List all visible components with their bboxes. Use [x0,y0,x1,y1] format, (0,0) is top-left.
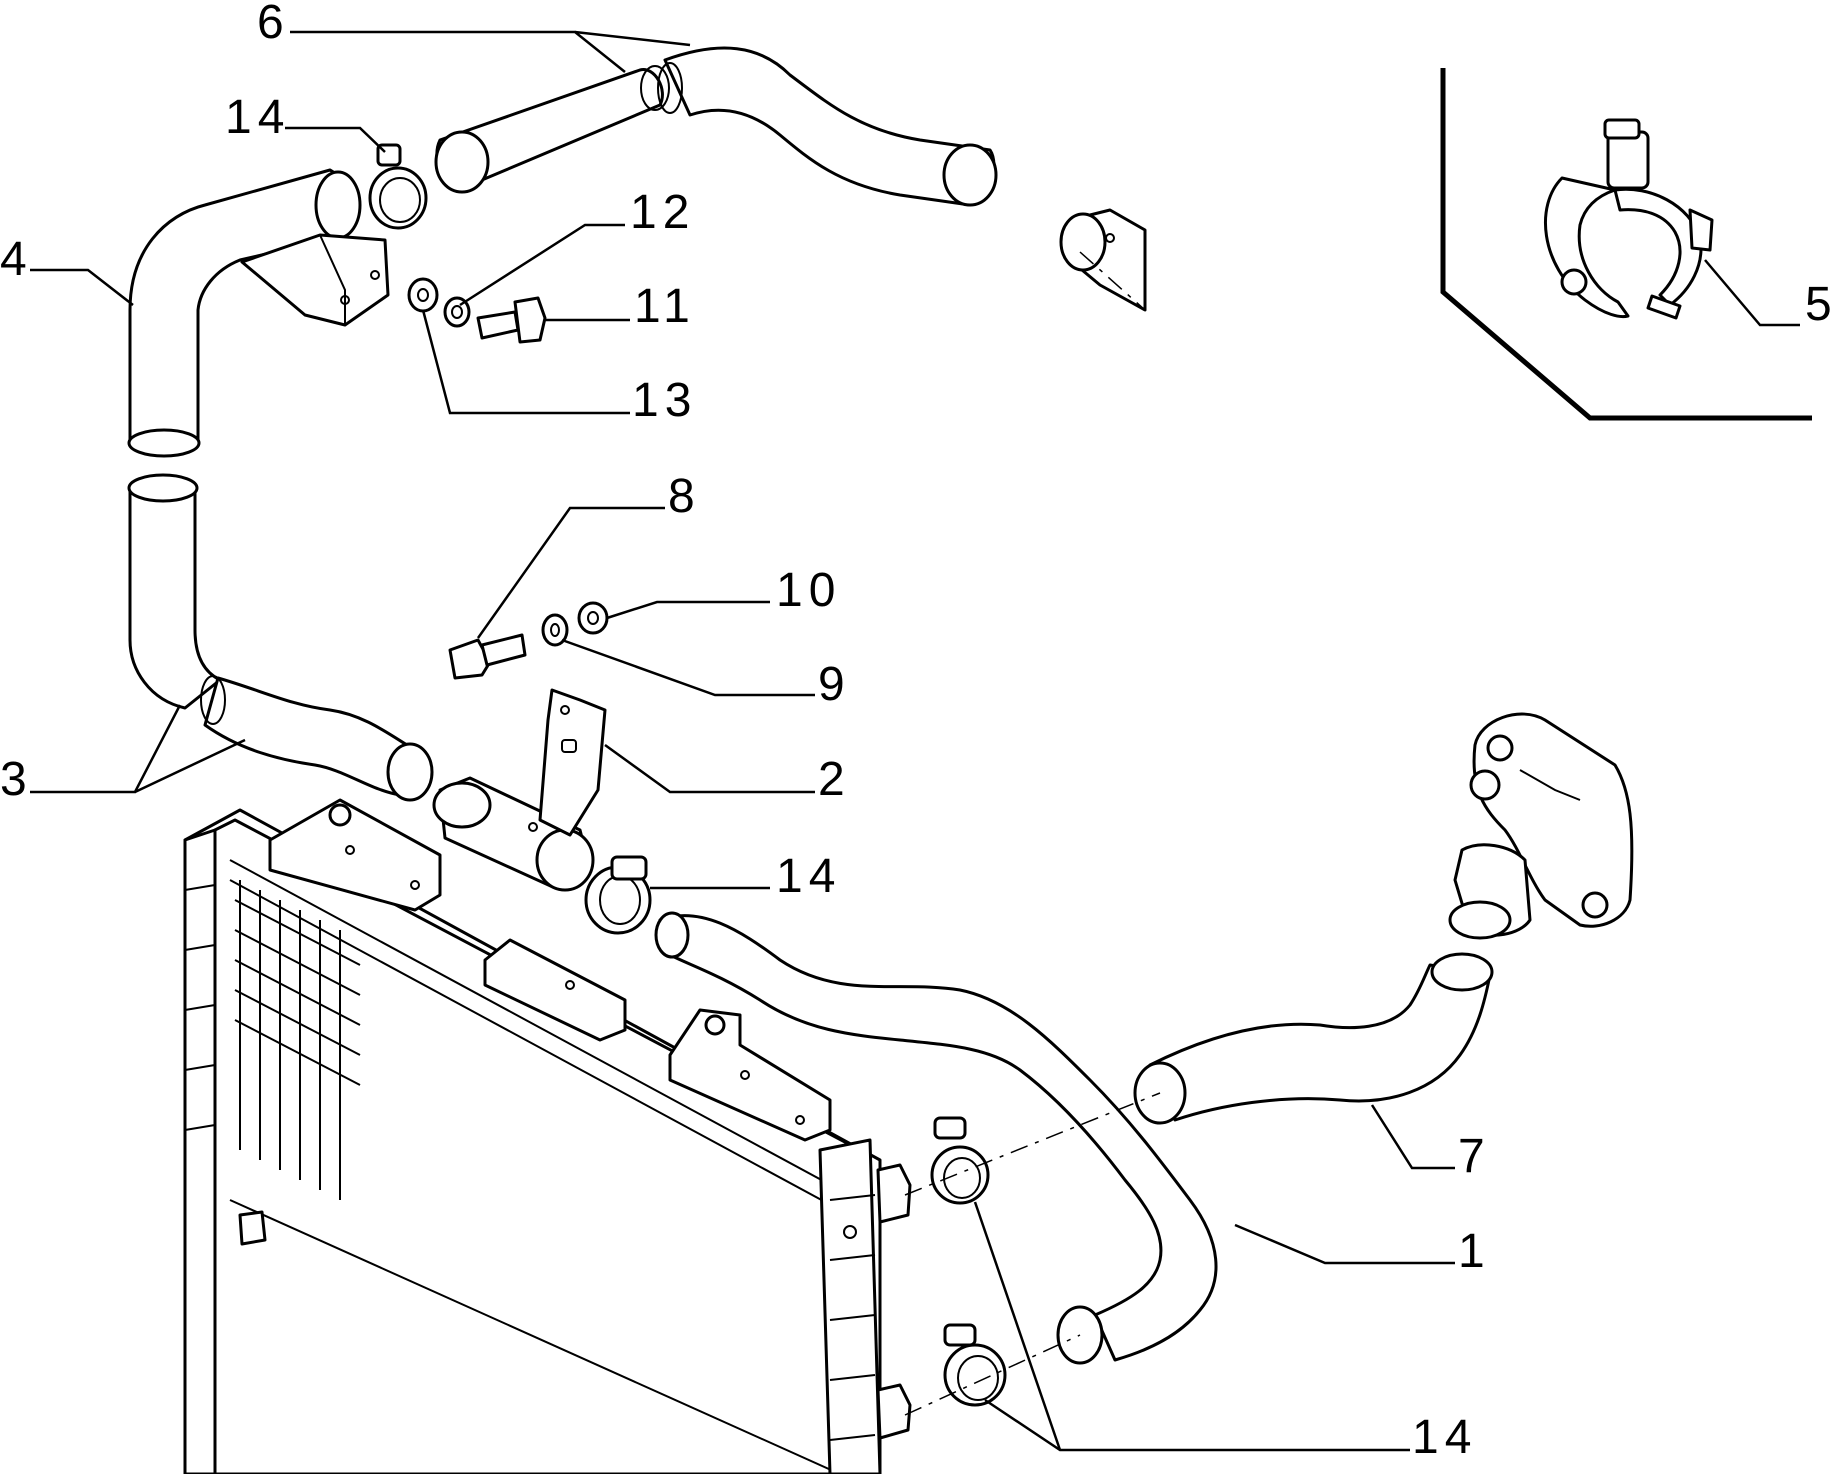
assembly-centerlines [904,251,1161,1416]
callout-14-top: 14 [225,91,290,144]
part-14-clamp-lower-2 [943,1323,1007,1407]
part-10-washer [577,601,609,635]
part-12-spring-washer [443,296,471,328]
callout-12: 12 [630,186,695,239]
callout-13: 13 [632,374,697,427]
callout-5: 5 [1805,278,1838,331]
part-9-spring-washer [541,613,569,647]
callout-1: 1 [1458,1225,1491,1278]
part-3-lower-hose-horizontal [200,675,434,802]
detail-inset-frame [1440,68,1812,421]
part-11-bolt [476,296,547,344]
callout-2: 2 [818,753,851,806]
part-4-mounting-bracket [240,233,390,327]
callout-7: 7 [1458,1130,1491,1183]
thermostat-housing [1448,712,1634,940]
part-4-upper-left-hose [127,168,362,458]
part-5-clamp-bracket [1544,118,1714,320]
callout-9: 9 [818,658,851,711]
callout-11: 11 [634,280,696,333]
leader-lines [30,30,1800,1452]
part-14-clamp-middle [584,855,652,935]
part-14-clamp-top [368,143,428,230]
callout-10: 10 [776,564,841,617]
part-6-upper-hose-right [657,46,998,207]
callout-8: 8 [668,470,701,523]
stub-pipe [1059,208,1147,312]
callout-4: 4 [0,233,33,286]
part-6-upper-hose-left [434,65,670,194]
part-3-lower-hose-vertical [127,473,222,710]
callout-14-middle: 14 [776,850,841,903]
part-8-bolt [448,633,527,680]
radiator [183,798,912,1474]
part-13-washer [407,277,439,313]
part-1-long-lower-hose [654,911,1218,1365]
callout-3: 3 [0,753,33,806]
callout-6: 6 [257,0,290,49]
part-2-pipe-with-bracket [432,688,607,892]
part-7-thermostat-hose [1133,952,1494,1125]
callout-14-bottom: 14 [1412,1411,1477,1464]
part-14-clamp-lower-1 [930,1116,990,1205]
